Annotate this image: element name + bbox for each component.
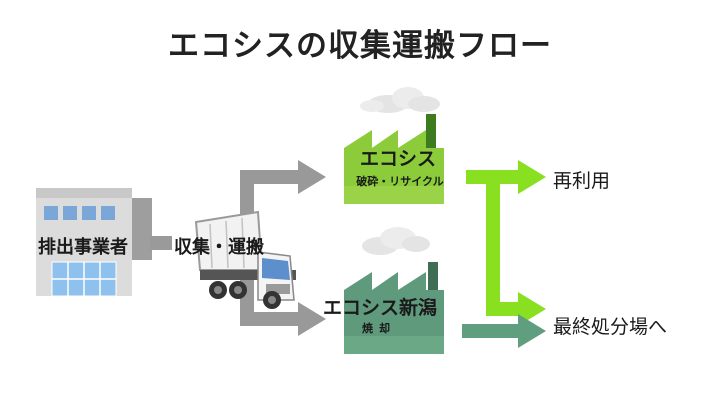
diagram-title: エコシスの収集運搬フロー: [168, 28, 552, 64]
green-output-arrow: [466, 160, 546, 326]
eco-facility-name: エコシス: [359, 148, 436, 170]
eco-factory-icon: [344, 87, 444, 204]
dump-truck-icon: [194, 210, 296, 309]
source-connector: [150, 236, 172, 250]
niigata-factory-icon: [344, 227, 444, 354]
niigata-facility-name: エコシス新潟: [323, 297, 438, 319]
output-disposal-label: 最終処分場へ: [553, 316, 668, 338]
niigata-facility-process: 焼却: [362, 322, 396, 335]
teal-output-arrow: [462, 314, 546, 348]
eco-facility-process: 破砕・リサイクル: [356, 175, 444, 188]
output-reuse-label: 再利用: [553, 170, 611, 192]
source-label: 排出事業者: [38, 237, 128, 258]
transport-label: 収集・運搬: [174, 237, 264, 258]
office-building-icon: [36, 188, 152, 297]
